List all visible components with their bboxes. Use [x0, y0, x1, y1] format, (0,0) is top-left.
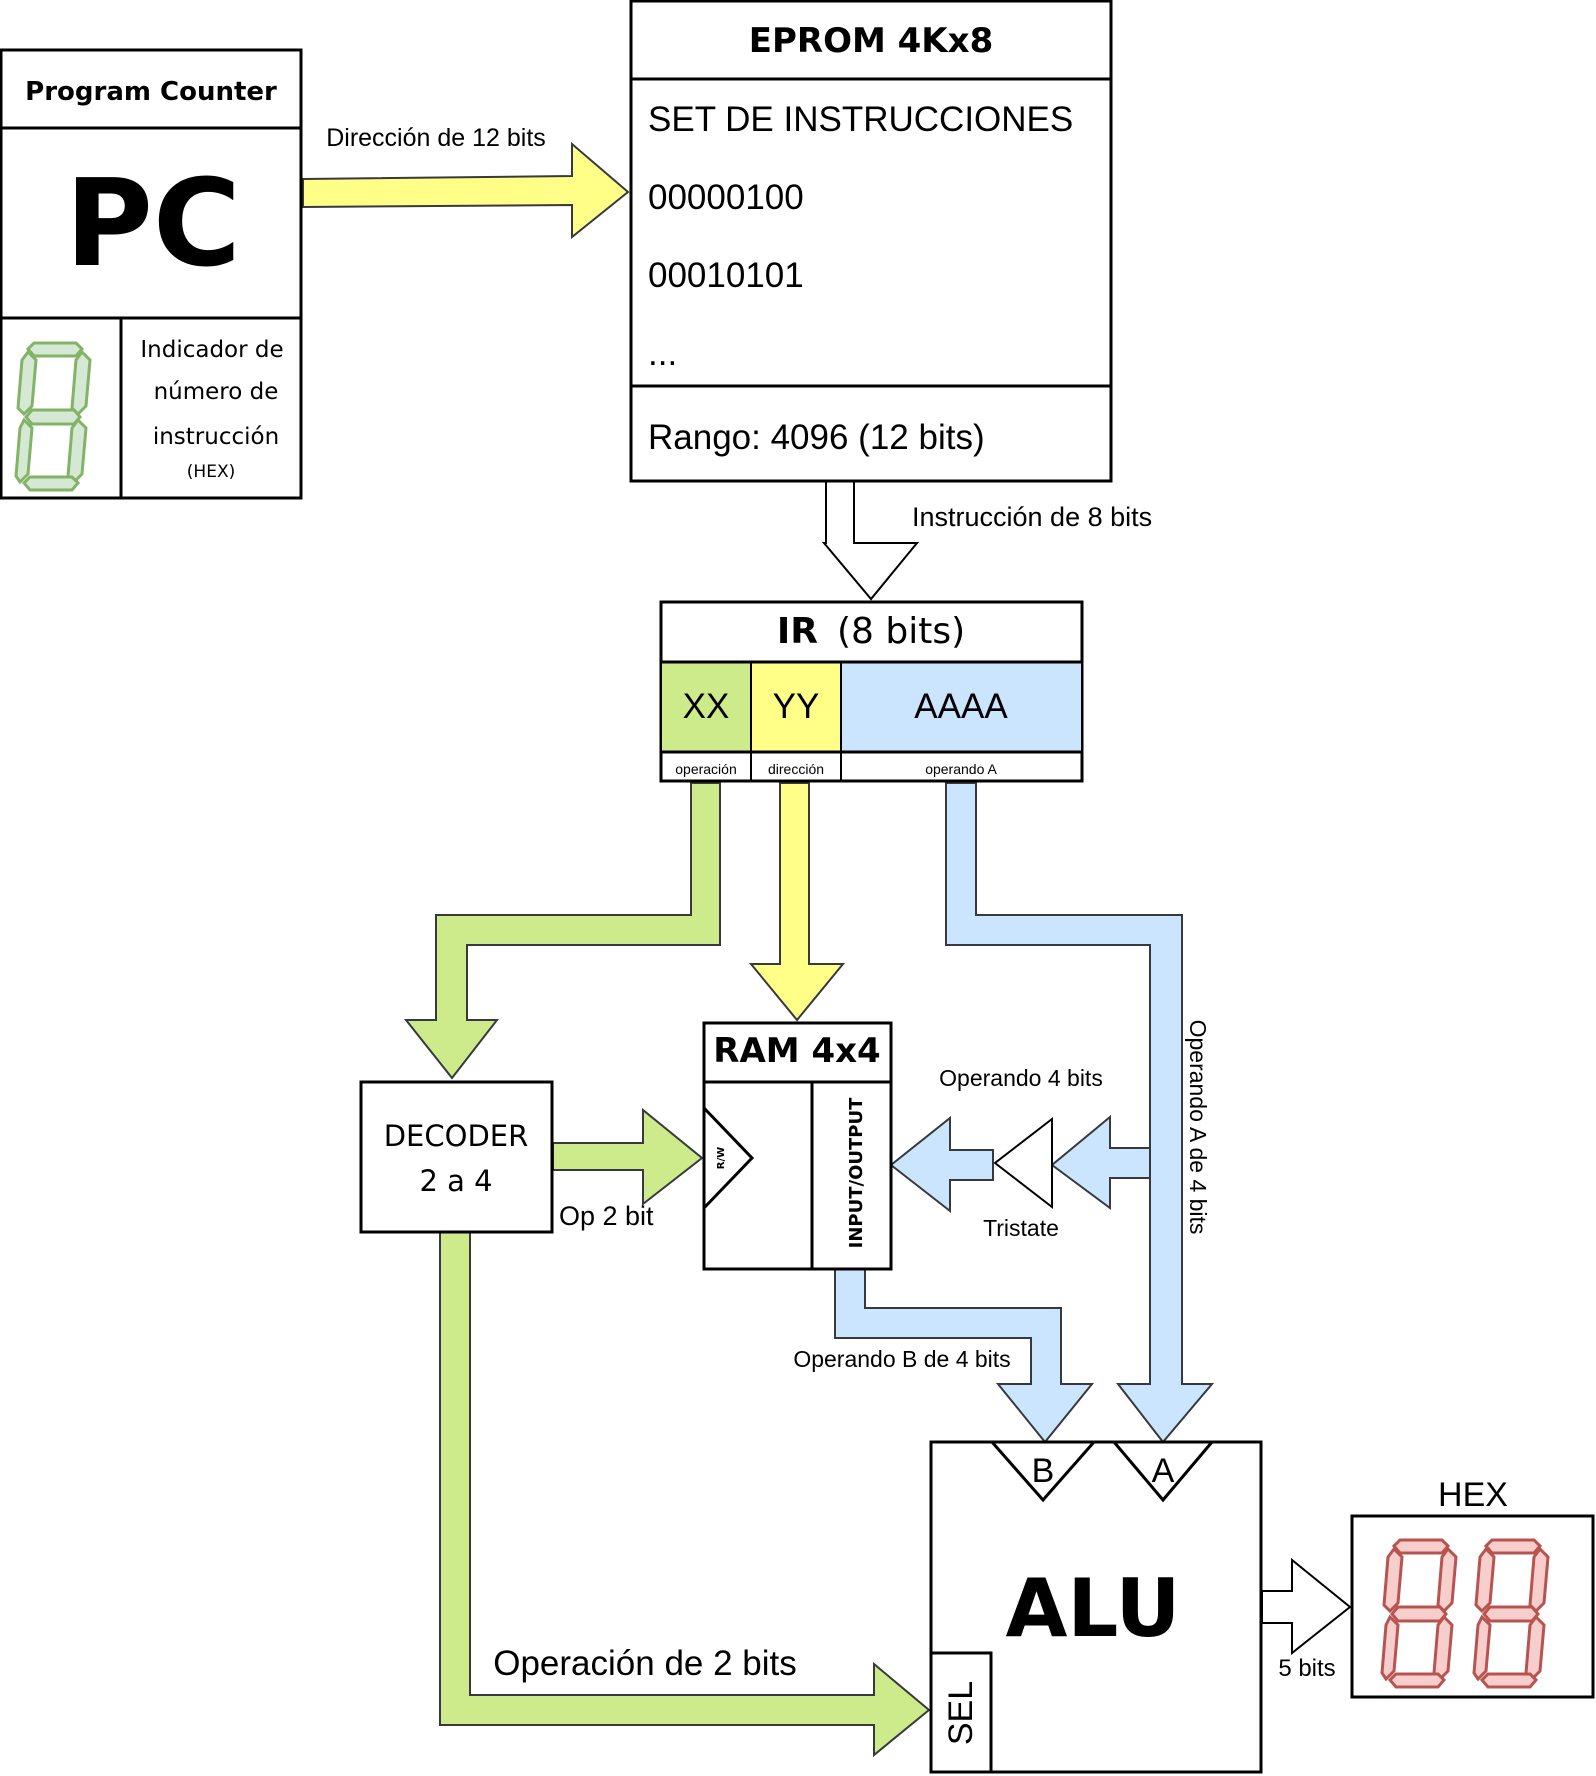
decoder-to-alu-sel-bus	[439, 1231, 931, 1758]
label-tristate: Tristate	[983, 1215, 1059, 1241]
alu-input-b: B	[1032, 1452, 1055, 1490]
hex-display: HEX	[1350, 1476, 1595, 1699]
hex-title: HEX	[1438, 1476, 1508, 1514]
label-op-2-bit: Op 2 bit	[559, 1201, 654, 1231]
eprom-range: Rango: 4096 (12 bits)	[648, 418, 985, 457]
xx-to-decoder-bus	[403, 782, 721, 1080]
decoder-line2: 2 a 4	[419, 1164, 492, 1198]
ram-block: RAM 4x4 R/W INPUT/OUTPUT	[702, 1021, 893, 1271]
ir-title-rest: (8 bits)	[837, 611, 965, 652]
pc-indicator-line4: (HEX)	[187, 462, 235, 482]
pc-to-eprom-arrow	[302, 141, 630, 240]
operand-to-tristate-arrow	[1050, 1114, 1151, 1210]
alu-block: ALU B A SEL	[929, 1440, 1263, 1774]
alu-sel-label: SEL	[942, 1681, 980, 1745]
instruction-register: IR (8 bits) XX YY AAAA operación direcci…	[659, 600, 1084, 783]
eprom-block: EPROM 4Kx8 SET DE INSTRUCCIONES 00000100…	[629, 0, 1113, 483]
ram-rw-label: R/W	[716, 1147, 727, 1169]
pc-indicator-line1: Indicador de	[140, 337, 283, 363]
decoder-line1: DECODER	[384, 1119, 529, 1153]
label-eprom-to-ir: Instrucción de 8 bits	[912, 502, 1152, 532]
label-operando-b: Operando B de 4 bits	[793, 1346, 1010, 1372]
ram-io-label: INPUT/OUTPUT	[846, 1097, 867, 1248]
ram-title: RAM 4x4	[713, 1031, 880, 1071]
alu-title: ALU	[1006, 1562, 1181, 1655]
ir-title: IR (8 bits)	[777, 611, 965, 652]
aaaa-to-alu-bus	[945, 782, 1215, 1444]
ir-label-aaaa: operando A	[925, 761, 997, 777]
eprom-to-ir-arrow	[821, 480, 920, 601]
label-operando-a: Operando A de 4 bits	[1185, 1020, 1211, 1235]
label-operacion-2-bits: Operación de 2 bits	[493, 1644, 797, 1683]
yy-to-ram-bus	[748, 782, 846, 1022]
pc-big-label: PC	[65, 155, 241, 294]
decoder-block: DECODER 2 a 4	[359, 1080, 554, 1234]
tristate-to-ram-arrow	[889, 1115, 994, 1214]
ir-label-yy: dirección	[768, 761, 824, 777]
ir-label-xx: operación	[675, 761, 737, 777]
ir-code-yy: YY	[773, 687, 820, 726]
eprom-line-0: SET DE INSTRUCCIONES	[648, 100, 1073, 139]
ir-title-bold: IR	[777, 611, 818, 652]
ram-to-alu-b-bus	[834, 1265, 1095, 1444]
decoder-to-ram-arrow	[552, 1107, 704, 1207]
pc-title: Program Counter	[25, 77, 277, 107]
pc-indicator-line3: instrucción	[153, 424, 279, 450]
label-operando-4-bits: Operando 4 bits	[939, 1065, 1103, 1091]
alu-input-a: A	[1152, 1452, 1175, 1490]
eprom-title: EPROM 4Kx8	[749, 21, 994, 61]
ir-code-xx: XX	[683, 687, 730, 726]
eprom-line-2: 00010101	[648, 256, 804, 295]
tristate-buffer	[993, 1116, 1053, 1210]
eprom-line-1: 00000100	[648, 178, 804, 217]
program-counter-block: Program Counter PC Indicador de número d…	[0, 48, 303, 500]
label-five-bits: 5 bits	[1278, 1655, 1335, 1682]
pc-indicator-line2: número de	[154, 379, 279, 405]
ir-code-aaaa: AAAA	[914, 687, 1008, 726]
alu-to-hex-arrow	[1261, 1557, 1352, 1656]
eprom-line-3: ...	[648, 334, 677, 373]
label-pc-to-eprom: Dirección de 12 bits	[326, 124, 546, 152]
